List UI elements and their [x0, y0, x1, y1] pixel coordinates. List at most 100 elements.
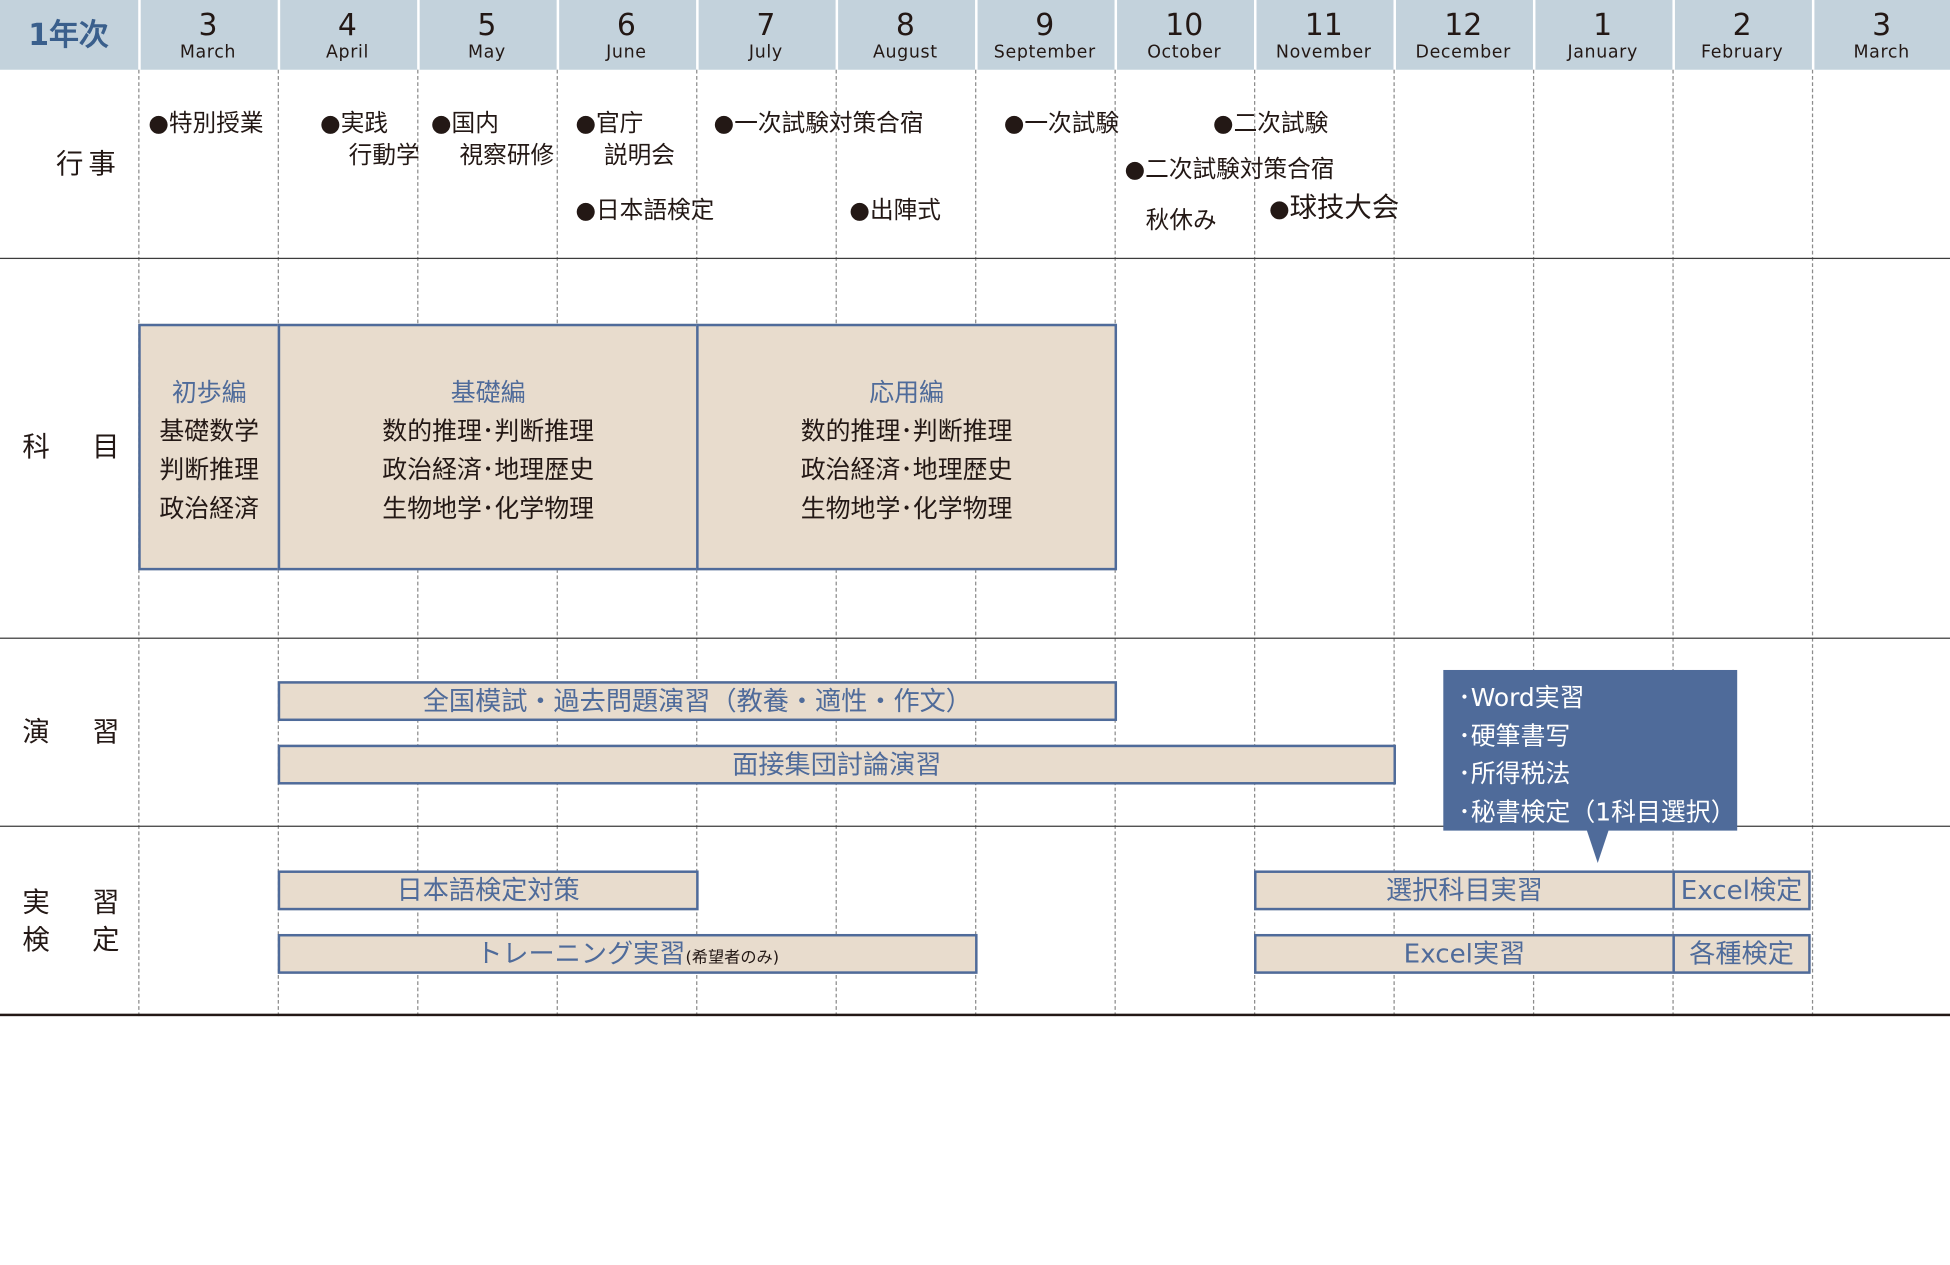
month-name: September — [993, 42, 1096, 63]
row-divider — [0, 825, 1950, 827]
subject-line: 基礎数学 — [159, 415, 260, 446]
event-send-off: ●出陣式 — [849, 196, 941, 225]
month-gridline — [1811, 69, 1814, 1017]
month-name: August — [872, 42, 938, 63]
header-separator — [696, 0, 699, 70]
event-practice-action: ●実践 — [320, 109, 389, 137]
subject-line: 政治経済･地理歴史 — [800, 454, 1013, 485]
event-domestic-tour: ●国内 — [430, 109, 499, 137]
event-domestic-tour-2: 視察研修 — [459, 141, 555, 170]
month-number: 6 — [616, 7, 636, 43]
header-separator — [556, 0, 560, 70]
subject-block-applied: 応用編 数的推理･判断推理 政治経済･地理歴史 生物地学･化学物理 — [696, 323, 1118, 571]
month-name: March — [179, 42, 237, 63]
event-ball-games: ●球技大会 — [1268, 193, 1400, 225]
row-label-events-2: 事 — [88, 149, 139, 181]
row-label-subjects: 科 — [22, 432, 73, 464]
header-separator — [138, 0, 141, 70]
exercise-interview-bar: 面接集団討論演習 — [277, 744, 1396, 785]
month-number: 1 — [1593, 7, 1613, 43]
subject-heading: 基礎編 — [450, 377, 526, 408]
subject-line: 政治経済･地理歴史 — [382, 454, 595, 485]
month-name: July — [748, 42, 783, 63]
month-number: 8 — [895, 7, 915, 43]
practice-training-bar: トレーニング実習(希望者のみ) — [277, 933, 978, 974]
month-number: 3 — [1872, 7, 1892, 43]
header-separator — [1532, 0, 1536, 70]
row-label-subjects-2: 目 — [92, 432, 142, 464]
subject-heading: 応用編 — [869, 377, 944, 408]
month-gridline — [1393, 69, 1395, 1017]
header-separator — [1811, 0, 1815, 70]
header-separator — [975, 0, 978, 70]
month-name: April — [325, 42, 369, 63]
subject-line: 数的推理･判断推理 — [382, 415, 595, 446]
row-label-practice: 実 — [22, 887, 73, 920]
month-number: 11 — [1304, 7, 1343, 43]
month-number: 7 — [756, 7, 776, 43]
month-name: March — [1853, 42, 1910, 63]
row-label-exercises: 演 — [22, 717, 73, 749]
subject-line: 数的推理･判断推理 — [800, 415, 1013, 446]
month-number: 10 — [1165, 7, 1204, 43]
training-note: (希望者のみ) — [685, 948, 780, 968]
month-number: 3 — [198, 7, 218, 43]
callout-item: ･硬筆書写 — [1458, 720, 1571, 751]
row-divider — [0, 1013, 1950, 1017]
row-label-practice-4: 定 — [92, 925, 142, 957]
month-name: February — [1701, 42, 1784, 63]
header-separator — [1114, 0, 1118, 70]
row-label-exercises-2: 習 — [92, 717, 142, 749]
month-number: 9 — [1035, 7, 1055, 43]
practice-excel-test-bar: Excel検定 — [1672, 870, 1811, 911]
event-autumn-break: 秋休み — [1145, 206, 1217, 235]
month-number: 5 — [477, 7, 497, 43]
practice-excel-practice-bar: Excel実習 — [1254, 933, 1675, 974]
row-label-events: 行 — [56, 149, 106, 181]
subject-heading: 初歩編 — [171, 377, 247, 408]
subject-block-intro: 初歩編 基礎数学 判断推理 政治経済 — [138, 323, 281, 571]
subject-line: 判断推理 — [159, 454, 260, 485]
month-name: December — [1415, 42, 1511, 63]
month-gridline — [1254, 69, 1256, 1017]
subject-text: 応用編 数的推理･判断推理 政治経済･地理歴史 生物地学･化学物理 — [699, 374, 1115, 528]
event-japanese-test: ●日本語検定 — [575, 196, 715, 225]
subject-line: 政治経済 — [159, 493, 260, 524]
header-separator — [1254, 0, 1257, 70]
row-divider — [0, 637, 1950, 639]
practice-elective-bar: 選択科目実習 — [1254, 870, 1675, 911]
practice-japanese-test-bar: 日本語検定対策 — [277, 870, 699, 911]
month-gridline — [1672, 69, 1674, 1017]
month-name: June — [606, 42, 647, 63]
callout-item: ･所得税法 — [1458, 758, 1571, 789]
month-number: 2 — [1732, 7, 1752, 43]
header-separator — [1393, 0, 1396, 70]
practice-various-tests-bar: 各種検定 — [1672, 933, 1811, 974]
subject-text: 初歩編 基礎数学 判断推理 政治経済 — [141, 374, 278, 528]
event-practice-action-2: 行動学 — [348, 141, 420, 170]
subject-line: 生物地学･化学物理 — [800, 493, 1013, 524]
month-gridline — [1532, 69, 1535, 1017]
year-label: 1年次 — [28, 17, 109, 53]
callout-item: ･Word実習 — [1458, 682, 1585, 713]
event-second-exam-camp: ●二次試験対策合宿 — [1124, 155, 1335, 184]
event-gov-briefing: ●官庁 — [575, 109, 644, 137]
row-divider — [0, 257, 1950, 260]
event-first-exam-camp: ●一次試験対策合宿 — [713, 109, 924, 137]
header-separator — [277, 0, 281, 70]
training-label: トレーニング実習 — [476, 938, 686, 969]
month-name: May — [467, 42, 506, 63]
